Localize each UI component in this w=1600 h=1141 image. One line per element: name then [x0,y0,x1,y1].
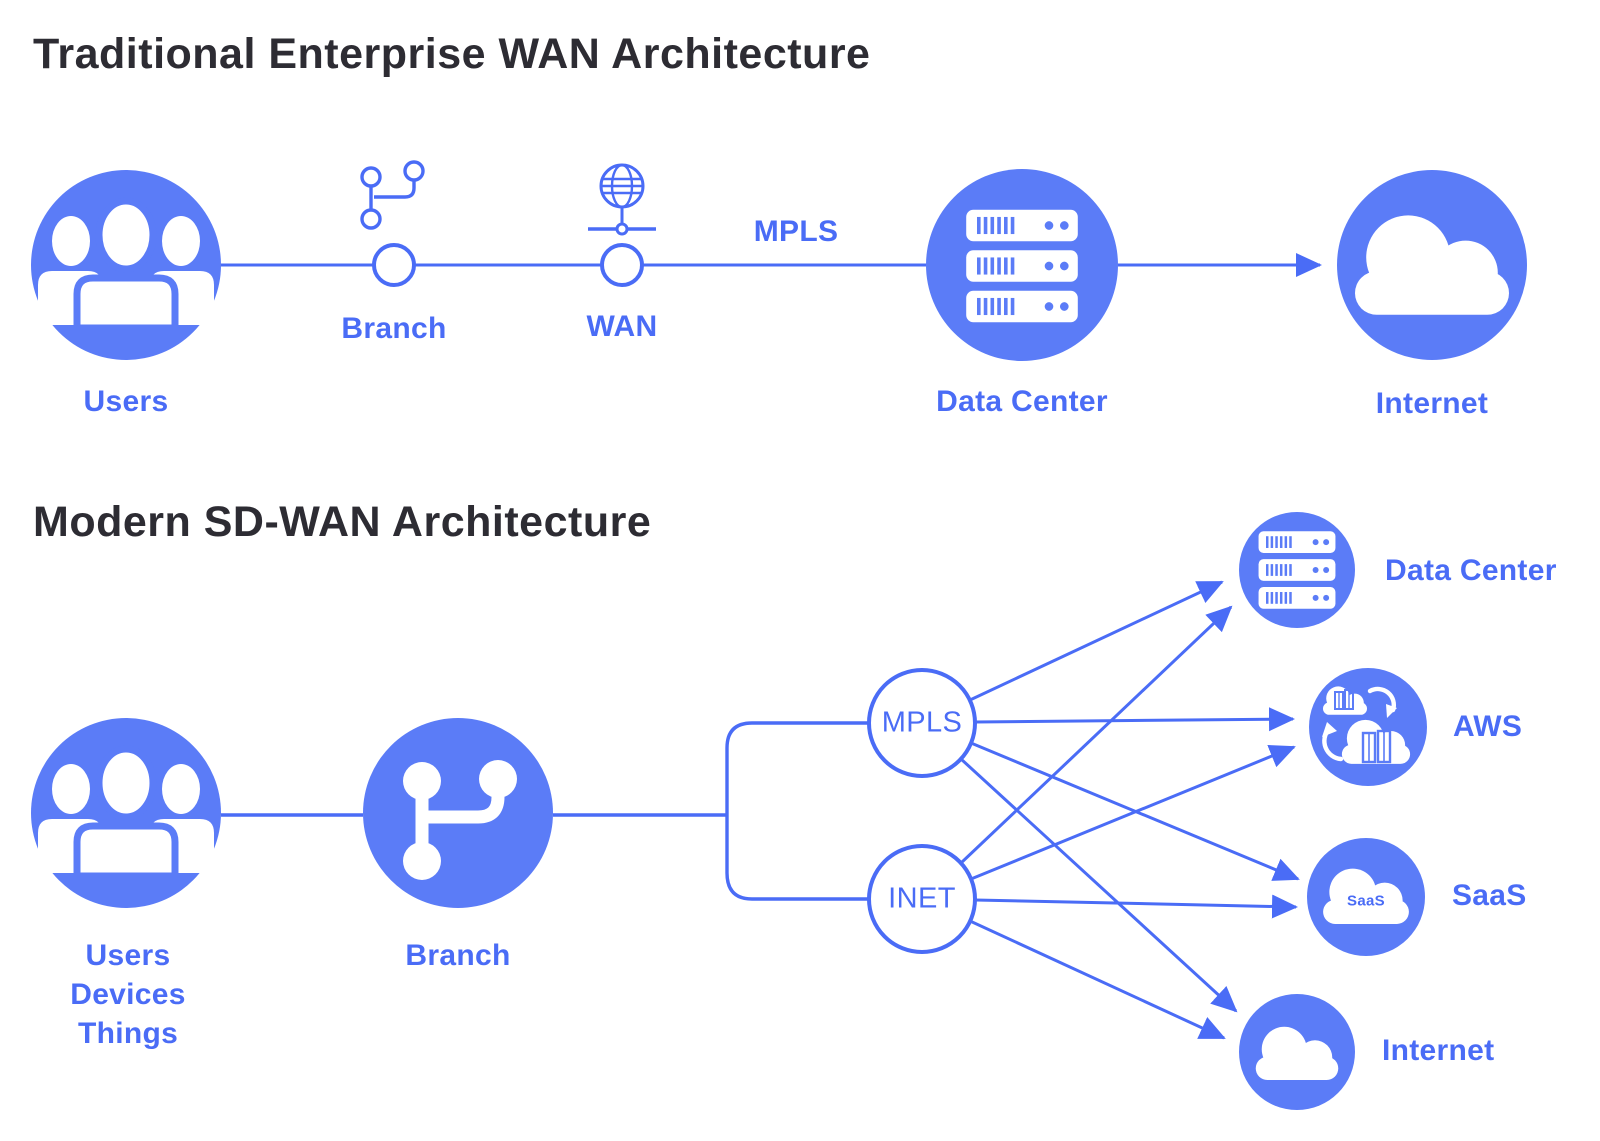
sync-arrows-icon [1322,686,1397,762]
traditional-users-node [31,170,221,360]
mpls-to-datacenter-arrow [969,580,1224,702]
traditional-title: Traditional Enterprise WAN Architecture [33,30,871,78]
traditional-datacenter-label: Data Center [936,385,1108,418]
modern-users-label-line1: Users [85,939,171,972]
modern-users-node [31,718,221,908]
globe-icon [588,163,656,236]
traditional-internet-node [1337,170,1527,360]
mpls-link-label: MPLS [753,215,839,248]
saas-cloud-text: SaaS [1347,892,1385,910]
modern-title: Modern SD-WAN Architecture [33,498,652,546]
inet-node-label: INET [888,882,956,915]
traditional-diagram [31,160,1527,361]
mpls-transport-node [867,668,977,778]
split-bracket-line [725,721,869,901]
modern-saas-node [1307,838,1425,956]
git-branch-icon [360,160,425,230]
modern-internet-node [1239,994,1355,1110]
cloud-server-icons [1334,689,1392,764]
traditional-datacenter-node [926,169,1118,361]
git-branch-icon [403,760,517,880]
server-rack-icon [966,209,1078,323]
traditional-wan-node [600,243,644,287]
inet-to-datacenter-arrow [959,605,1233,865]
modern-users-label-line3: Things [77,1017,179,1050]
traditional-internet-label: Internet [1375,387,1489,420]
modern-branch-label: Branch [405,939,511,972]
overlay-links [959,580,1300,1040]
mpls-to-internet-arrow [959,757,1238,1013]
inet-transport-node [867,844,977,954]
modern-internet-label: Internet [1382,1034,1495,1067]
mpls-node-label: MPLS [881,706,963,739]
traditional-users-label: Users [83,385,169,418]
inet-to-saas-arrow [974,894,1298,919]
modern-branch-node [363,718,553,908]
modern-diagram [31,512,1427,1110]
traditional-branch-node [372,243,416,287]
inet-to-aws-arrow [970,744,1296,881]
server-rack-icon [1258,531,1336,609]
modern-aws-node [1309,668,1427,786]
modern-aws-label: AWS [1453,710,1523,743]
modern-datacenter-label: Data Center [1385,554,1557,587]
modern-saas-label: SaaS [1452,879,1527,912]
inet-to-internet-arrow [969,919,1226,1040]
mpls-to-aws-arrow [974,707,1295,732]
modern-datacenter-node [1239,512,1355,628]
traditional-wan-label: WAN [586,310,658,343]
traditional-branch-label: Branch [341,312,447,345]
modern-users-label-line2: Devices [70,978,186,1011]
